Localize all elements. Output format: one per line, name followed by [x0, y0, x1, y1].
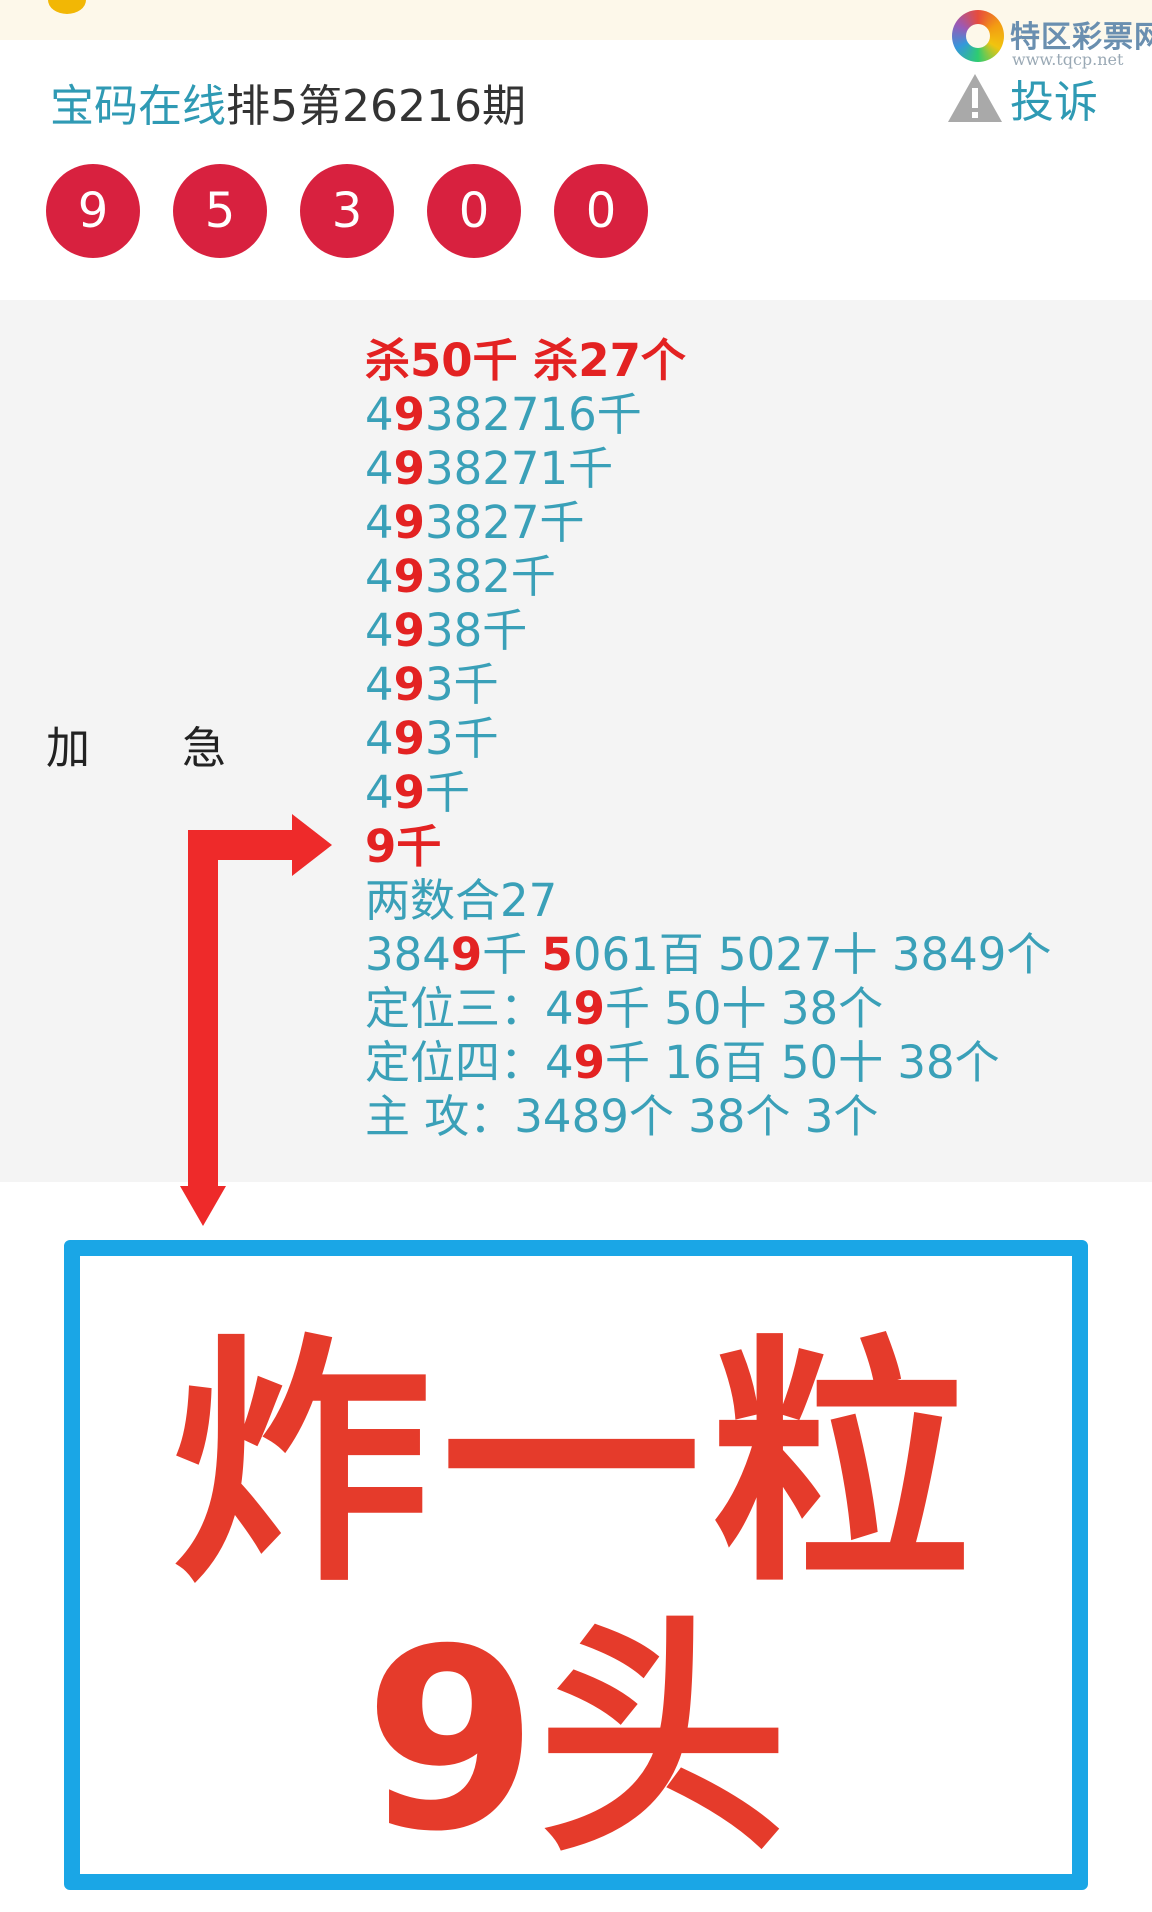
digit: 4 — [365, 712, 394, 765]
watermark: 特区彩票网 www.tqcp.net — [952, 8, 1152, 70]
digit: 4 — [365, 442, 394, 495]
digits-rest: 3千 — [424, 712, 499, 765]
number-ball: 0 — [427, 164, 521, 258]
highlight-digit: 9 — [393, 442, 425, 495]
prediction-line: 493千 — [365, 658, 1051, 712]
kill-line: 杀50千 杀27个 — [365, 334, 686, 387]
pos4-part: 千 16百 50十 38个 — [604, 1036, 1000, 1089]
warning-icon — [948, 74, 1002, 122]
highlight-digit: 9 — [573, 982, 605, 1035]
watermark-url: www.tqcp.net — [1012, 50, 1124, 69]
digits-rest: 千 — [396, 820, 442, 873]
combo-part: 千 — [482, 928, 542, 981]
highlight-digit: 9 — [393, 388, 425, 441]
banner-line2: 9头 — [364, 1595, 788, 1886]
highlight-digit: 9 — [365, 820, 397, 873]
main-attack-line: 主 攻：3489个 38个 3个 — [365, 1090, 879, 1143]
highlight-digit: 9 — [450, 928, 483, 981]
highlight-digit: 9 — [393, 550, 425, 603]
number-ball: 3 — [300, 164, 394, 258]
urgent-label-right: 急 — [182, 723, 226, 774]
highlight-banner: 炸一粒 9头 — [64, 1240, 1088, 1890]
digits-rest: 38271千 — [424, 442, 614, 495]
digit: 4 — [365, 388, 394, 441]
highlight-digit: 9 — [393, 712, 425, 765]
digit: 4 — [365, 550, 394, 603]
combo-part: 384 — [365, 928, 451, 981]
prediction-line: 4938千 — [365, 604, 1051, 658]
combo-line: 3849千 5061百 5027十 3849个 — [365, 928, 1051, 982]
highlight-digit: 9 — [393, 766, 425, 819]
prediction-line: 49382716千 — [365, 388, 1051, 442]
highlight-digit: 9 — [393, 496, 425, 549]
site-name[interactable]: 宝码在线 — [50, 81, 226, 132]
prediction-line: 49千 — [365, 766, 1051, 820]
digit: 4 — [365, 496, 394, 549]
complain-button[interactable]: 投诉 — [946, 70, 1098, 128]
highlight-digit: 5 — [541, 928, 573, 981]
watermark-name: 特区彩票网 — [1010, 20, 1152, 55]
number-ball: 9 — [46, 164, 140, 258]
prediction-line: 493千 — [365, 712, 1051, 766]
digits-rest: 3827千 — [424, 496, 585, 549]
prediction-line: 49382千 — [365, 550, 1051, 604]
combo-part: 061百 5027十 3849个 — [572, 928, 1052, 981]
urgent-label-left: 加 — [46, 723, 90, 774]
prediction-line: 493827千 — [365, 496, 1051, 550]
issue-title: 排5第26216期 — [226, 81, 526, 132]
sum-line: 两数合27 — [365, 874, 558, 927]
page-title: 宝码在线排5第26216期 — [50, 70, 526, 134]
position4-line: 定位四：49千 16百 50十 38个 — [365, 1036, 1051, 1090]
digits-rest: 38千 — [424, 604, 528, 657]
digits-rest: 千 — [424, 766, 470, 819]
banner-line1: 炸一粒 — [171, 1315, 981, 1617]
number-ball: 5 — [173, 164, 267, 258]
pos4-part: 定位四：4 — [365, 1036, 574, 1089]
highlight-digit: 9 — [573, 1036, 605, 1089]
pos3-part: 定位三：4 — [365, 982, 574, 1035]
digit: 4 — [365, 766, 394, 819]
digits-rest: 382千 — [424, 550, 556, 603]
draw-numbers: 9 5 3 0 0 — [46, 164, 681, 258]
pos3-part: 千 50十 38个 — [604, 982, 884, 1035]
digit: 4 — [365, 604, 394, 657]
watermark-logo-icon — [952, 10, 1004, 62]
position3-line: 定位三：49千 50十 38个 — [365, 982, 1051, 1036]
urgent-label: 加急 — [46, 712, 226, 776]
prediction-line: 4938271千 — [365, 442, 1051, 496]
top-status-dot — [48, 0, 86, 14]
number-ball: 0 — [554, 164, 648, 258]
prediction-lines: 杀50千 杀27个 49382716千 4938271千 493827千 493… — [365, 334, 1051, 1144]
highlight-digit: 9 — [393, 658, 425, 711]
digits-rest: 382716千 — [424, 388, 642, 441]
digit: 4 — [365, 658, 394, 711]
prediction-line: 9千 — [365, 820, 1051, 874]
digits-rest: 3千 — [424, 658, 499, 711]
complain-label: 投诉 — [1010, 77, 1098, 128]
highlight-digit: 9 — [393, 604, 425, 657]
